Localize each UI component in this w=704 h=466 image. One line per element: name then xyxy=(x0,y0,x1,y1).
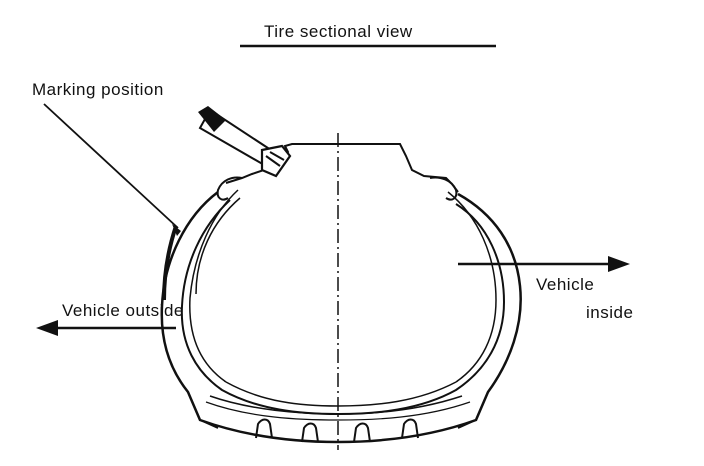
tire-ply-bottom xyxy=(225,381,457,407)
left-bead-hook xyxy=(216,176,243,201)
vehicle-inside-arrow xyxy=(458,256,630,272)
tire-outer-casing xyxy=(160,191,522,444)
tire-ply-left xyxy=(189,189,239,383)
tire-ply-right xyxy=(447,191,497,383)
left-sidewall-inner xyxy=(195,197,241,295)
tread-belt-2 xyxy=(205,401,471,421)
marking-band xyxy=(162,225,178,301)
marking-position-label: Marking position xyxy=(32,80,164,99)
marking-leader-line xyxy=(43,103,179,229)
vehicle-inside-label-line2: inside xyxy=(586,303,633,322)
vehicle-outside-arrow xyxy=(36,320,176,336)
vehicle-outside-label: Vehicle outside xyxy=(62,301,184,320)
vehicle-inside-label-line1: Vehicle xyxy=(536,275,594,294)
valve-stem xyxy=(198,106,292,178)
tread-shoulder-left xyxy=(187,391,219,429)
tread-grooves xyxy=(255,418,419,443)
tread-shoulder-right xyxy=(457,391,489,429)
right-bead-hook xyxy=(429,176,458,201)
diagram-title: Tire sectional view xyxy=(264,22,413,41)
tread-belt-1 xyxy=(209,395,463,415)
